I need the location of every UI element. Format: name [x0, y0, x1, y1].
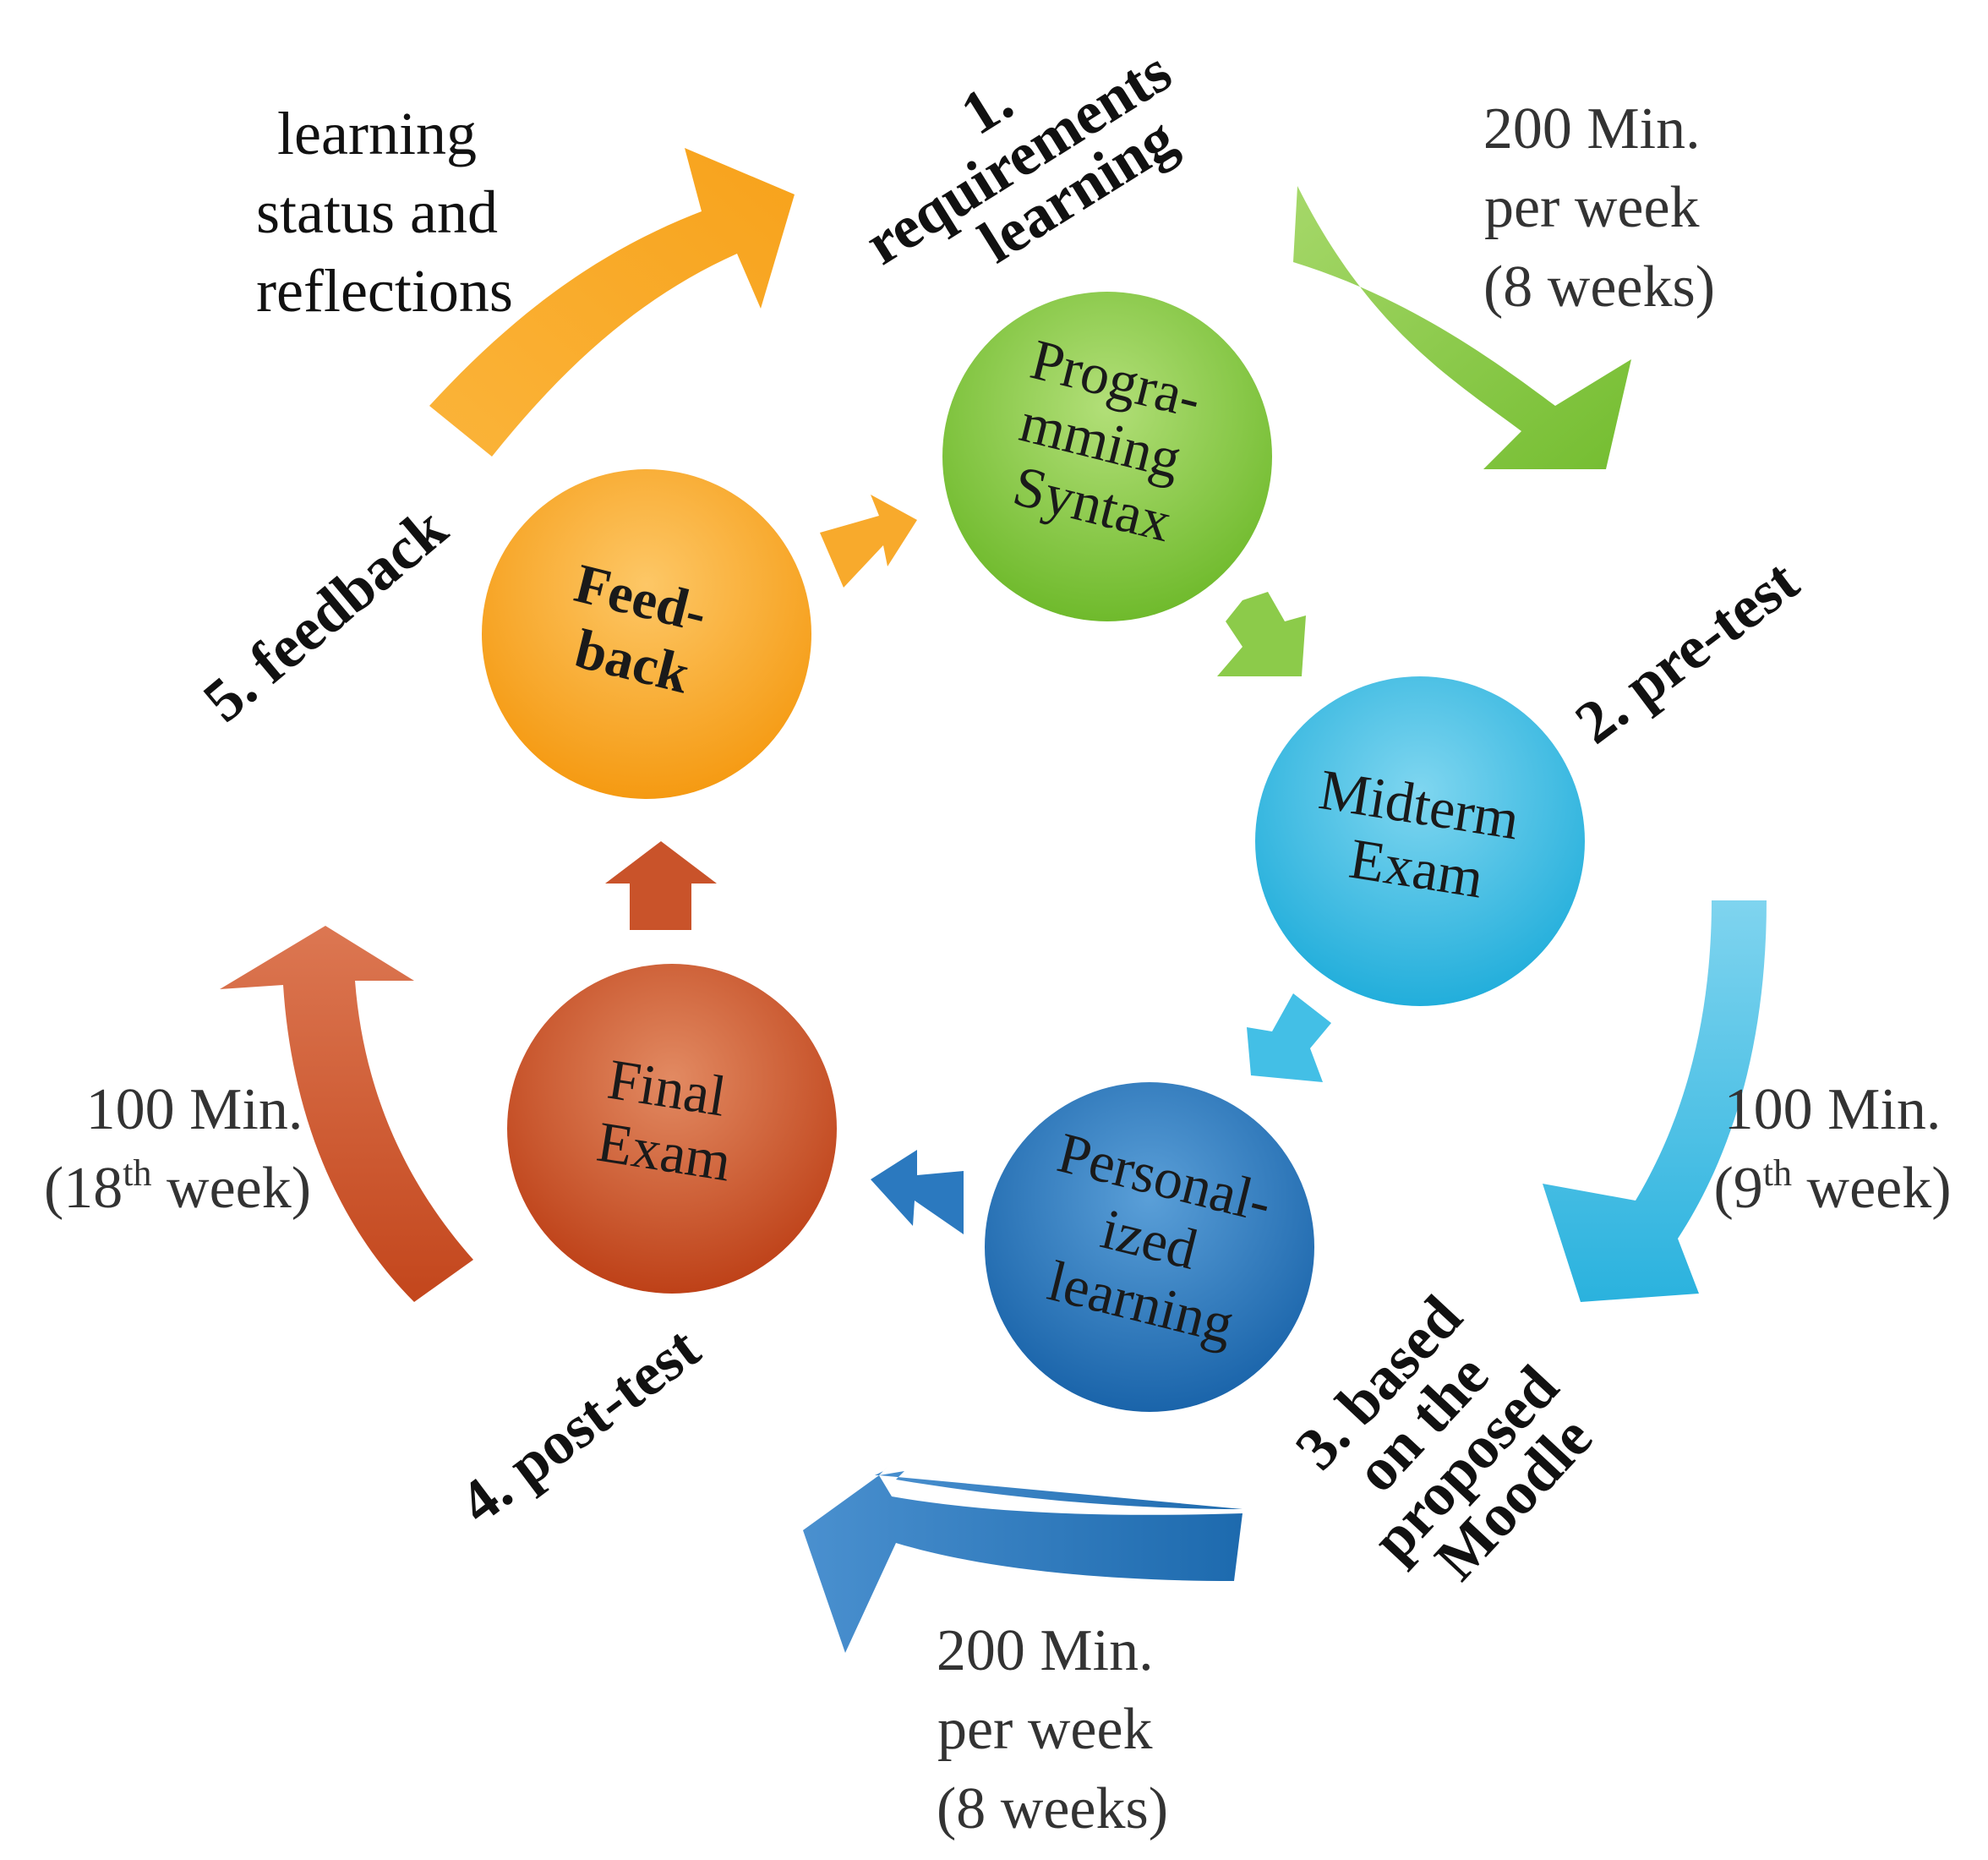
arrow-pretest-to-moodle — [1543, 900, 1767, 1302]
node-personalized-learning: Personal- ized learning — [985, 1082, 1314, 1412]
duration-moodle: 200 Min. per week (8 weeks) — [937, 1618, 1168, 1841]
note-learning-status: learning status and reflections — [256, 100, 513, 325]
duration-4-line-1: 100 Min. — [86, 1077, 303, 1142]
duration-4-suffix: week) — [152, 1156, 312, 1221]
phase-label-requirements: 1. requirements learning — [822, 0, 1227, 328]
duration-3-line-3: (8 weeks) — [937, 1776, 1168, 1841]
duration-requirements: 200 Min. per week (8 weeks) — [1483, 96, 1715, 320]
duration-2-sup: th — [1763, 1152, 1792, 1194]
duration-pretest: 100 Min. (9th week) — [1713, 1077, 1951, 1221]
duration-3-line-1: 200 Min. — [937, 1618, 1154, 1683]
svg-text:3. based on the pr: 3. based on the proposed Moodle — [1272, 1261, 1625, 1614]
duration-posttest: 100 Min. (18th week) — [44, 1077, 311, 1221]
duration-2-line-1: 100 Min. — [1724, 1077, 1942, 1142]
node-programming-syntax: Progra- mming Syntax — [942, 292, 1272, 621]
node-final-exam: Final Exam — [507, 964, 837, 1294]
duration-2-prefix: (9 — [1713, 1156, 1762, 1221]
duration-1-line-2: per week — [1484, 175, 1700, 240]
duration-1-line-1: 200 Min. — [1483, 96, 1701, 161]
note-line-2: status and — [256, 178, 498, 246]
svg-text:1. requirements le: 1. requirements learning — [822, 0, 1227, 328]
duration-2-line-2: (9th week) — [1713, 1152, 1951, 1221]
phase-label-moodle: 3. based on the proposed Moodle — [1272, 1261, 1625, 1614]
duration-1-line-3: (8 weeks) — [1483, 254, 1715, 320]
duration-4-sup: th — [123, 1152, 151, 1194]
duration-2-suffix: week) — [1792, 1156, 1952, 1221]
svg-text:200 Min. per week: 200 Min. per week (8 weeks) — [937, 1618, 1168, 1841]
arrow-posttest-to-feedback — [220, 926, 473, 1302]
duration-4-line-2: (18th week) — [44, 1152, 311, 1221]
arrow-requirements-to-pretest — [1293, 186, 1631, 469]
node-midterm-exam: Midterm Exam — [1255, 676, 1585, 1006]
connector-final-to-feedback — [605, 841, 717, 930]
phase-label-feedback: 5. feedback — [191, 494, 460, 735]
svg-text:Progra- mming Synt: Progra- mming Syntax — [994, 326, 1221, 557]
node-feedback: Feed- back — [482, 469, 811, 799]
note-line-1: learning — [277, 100, 477, 167]
duration-3-line-2: per week — [937, 1697, 1153, 1762]
phase-label-pretest: 2. pre-test — [1563, 547, 1810, 757]
phase-label-posttest: 4. post-test — [447, 1314, 712, 1537]
connector-midterm-to-personalized — [1247, 993, 1331, 1082]
svg-text:200 Min. per week: 200 Min. per week (8 weeks) — [1483, 96, 1715, 320]
duration-4-prefix: (18 — [44, 1156, 123, 1221]
arrow-feedback-to-requirements — [429, 148, 795, 457]
connector-feedback-to-programming — [820, 495, 917, 588]
svg-text:learning status and: learning status and reflections — [256, 100, 513, 325]
connector-personalized-to-final — [871, 1150, 964, 1234]
connector-programming-to-midterm — [1217, 592, 1306, 676]
svg-text:Final Exam: Final Exam — [593, 1047, 745, 1194]
arrow-moodle-to-posttest-body — [803, 1475, 1242, 1653]
note-line-3: reflections — [256, 257, 513, 325]
